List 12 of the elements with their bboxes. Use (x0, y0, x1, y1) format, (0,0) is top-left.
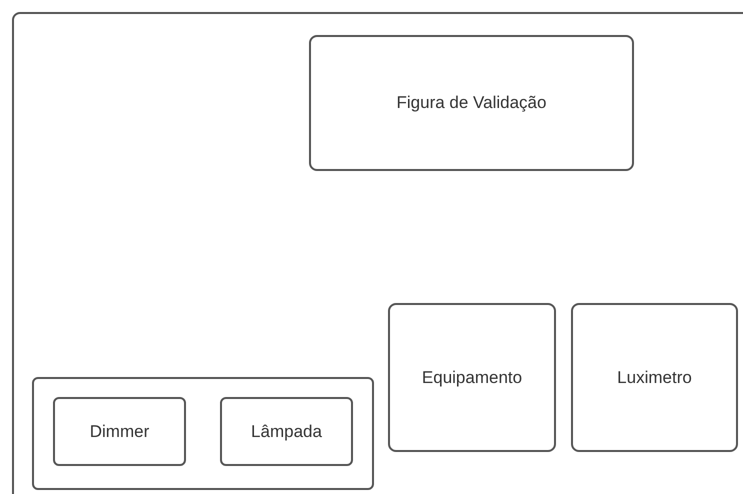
process-box (53, 397, 186, 466)
process-box (220, 397, 353, 466)
process-box (309, 35, 634, 171)
box-label: Luximetro (617, 368, 692, 388)
frame-box (12, 12, 743, 494)
box-label: Figura de Validação (396, 93, 546, 113)
process-box (571, 303, 738, 452)
box-label: Dimmer (90, 422, 150, 442)
box-label: Lâmpada (251, 422, 322, 442)
box-label: Equipamento (422, 368, 522, 388)
process-box (388, 303, 556, 452)
group-box (32, 377, 374, 490)
